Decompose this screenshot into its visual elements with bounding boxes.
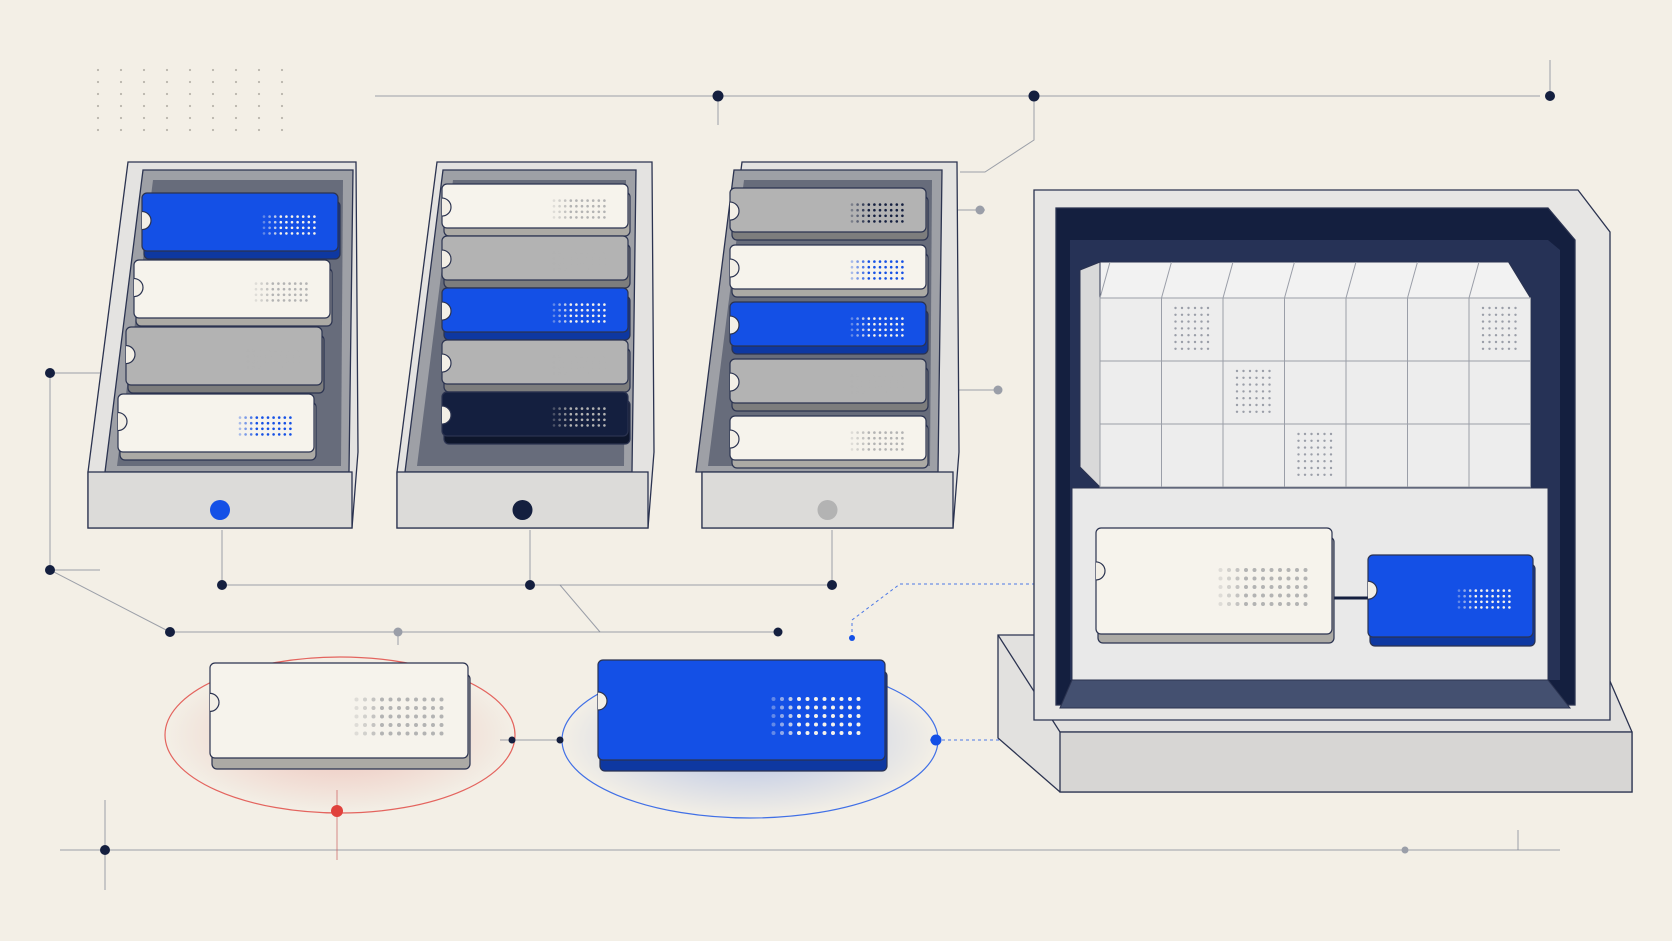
node-dot [393, 627, 403, 637]
storage-cell [1161, 297, 1224, 362]
blue-token [1367, 554, 1536, 647]
background-dot-pattern [96, 68, 284, 132]
storage-cell [1222, 297, 1285, 362]
storage-cell [1284, 360, 1347, 425]
connector-line [559, 584, 601, 633]
blue-token [597, 659, 888, 772]
storage-cell [1407, 297, 1470, 362]
storage-cell [1468, 423, 1531, 488]
storage-cell [1345, 297, 1408, 362]
cream-token [441, 183, 631, 237]
node-dot [773, 627, 783, 637]
gray-token [441, 339, 631, 393]
node-dot [1401, 846, 1409, 854]
node-dot [993, 385, 1003, 395]
connector-line [221, 530, 833, 586]
node-dot [45, 565, 55, 575]
storage-cell [1407, 423, 1470, 488]
cream-token [209, 662, 471, 770]
tray-gray [695, 161, 960, 529]
storage-cell [1284, 423, 1347, 488]
node-dot [556, 736, 564, 744]
storage-cell [1468, 360, 1531, 425]
storage-cell [1345, 423, 1408, 488]
tray-indicator-dot [512, 500, 533, 520]
node-dot [827, 580, 837, 590]
node-dot [45, 368, 55, 378]
storage-cell [1407, 360, 1470, 425]
node-dot [331, 805, 343, 817]
node-dot [508, 736, 516, 744]
storage-cell [1161, 423, 1224, 488]
cream-token [117, 393, 317, 461]
node-dot [930, 734, 942, 746]
gray-token [729, 187, 929, 241]
selection-stage [164, 656, 939, 819]
storage-cell [1345, 360, 1408, 425]
blue-token [729, 301, 929, 355]
node-dot [217, 580, 227, 590]
selected-token-cream [164, 656, 516, 814]
cream-token [1095, 527, 1335, 644]
node-dot [849, 635, 855, 641]
tray-indicator-dot [210, 500, 230, 520]
storage-cell [1099, 423, 1162, 488]
blue-token [441, 287, 631, 341]
storage-cell [1161, 360, 1224, 425]
tray-navy [396, 161, 655, 529]
tray-indicator-dot [817, 500, 838, 520]
storage-cell [1284, 297, 1347, 362]
connector-line [851, 583, 1100, 638]
grid-top [1099, 261, 1532, 299]
node-dot [165, 627, 175, 637]
processing-machine [997, 189, 1633, 793]
node-dot [712, 90, 724, 102]
cream-token [729, 415, 929, 469]
connector-line [960, 96, 1035, 173]
storage-cell [1099, 297, 1162, 362]
blue-token [141, 192, 341, 260]
storage-cell [1222, 360, 1285, 425]
storage-cell [1468, 297, 1531, 362]
node-dot [1545, 91, 1555, 101]
cream-token [133, 259, 333, 327]
storage-cell [1222, 423, 1285, 488]
gray-token [729, 358, 929, 412]
node-dot [525, 580, 535, 590]
node-dot [975, 205, 985, 215]
gray-token [441, 235, 631, 289]
tray-blue [87, 161, 359, 529]
selected-token-blue [561, 659, 939, 819]
gray-token [125, 326, 325, 394]
node-dot [100, 845, 110, 855]
storage-cell [1099, 360, 1162, 425]
navy-token [441, 391, 631, 445]
connector-nodes [45, 90, 1555, 855]
cream-token [729, 244, 929, 298]
node-dot [1028, 90, 1040, 102]
